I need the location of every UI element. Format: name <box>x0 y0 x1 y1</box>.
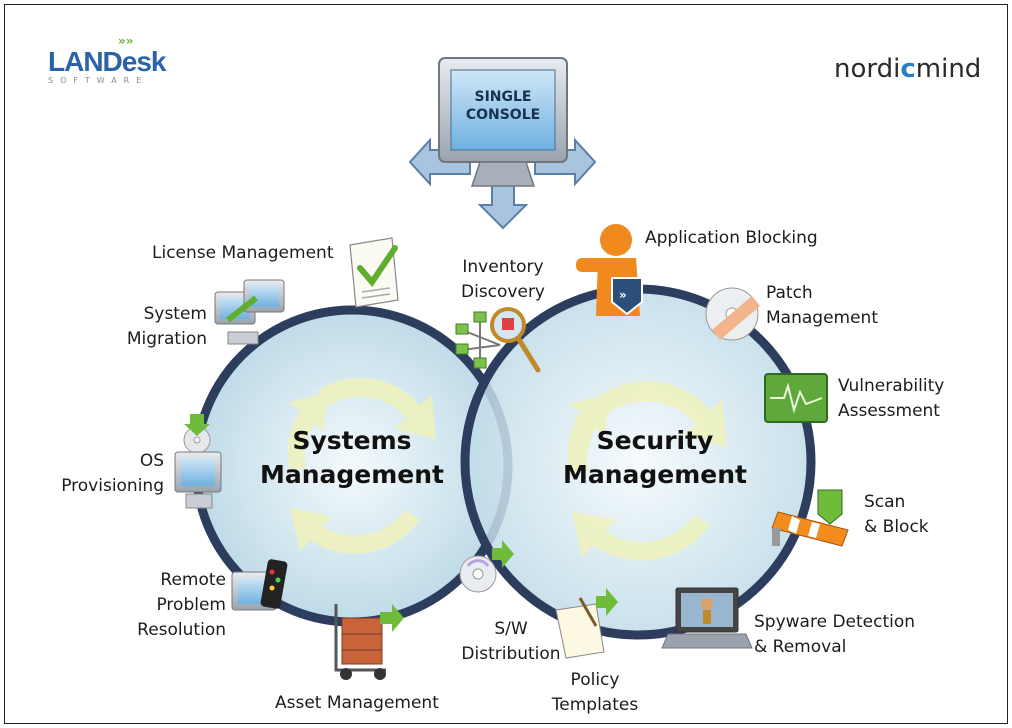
asset-management-label: Asset Management <box>275 693 439 713</box>
remote-line-2: Problem <box>156 595 226 615</box>
os-provisioning-line-2: Provisioning <box>61 476 164 496</box>
vuln-line-2: Assessment <box>838 401 940 421</box>
console-line-2: CONSOLE <box>465 107 541 123</box>
landesk-logo: »» LANDesk SOFTWARE <box>48 34 166 85</box>
nordicmind-mark: c <box>900 54 916 84</box>
single-console-monitor-icon <box>438 57 568 187</box>
vuln-line-1: Vulnerability <box>838 376 945 396</box>
vulnerability-assessment-label: Vulnerability Assessment <box>838 374 944 424</box>
inventory-line-1: Inventory <box>462 257 544 277</box>
security-management-title: Security Management <box>535 424 775 492</box>
inventory-discovery-icon <box>455 307 541 373</box>
scan-line-1: Scan <box>864 492 906 512</box>
policy-templates-icon <box>555 588 618 659</box>
security-cycle-arrows-icon <box>567 381 727 561</box>
application-blocking-label: Application Blocking <box>645 228 818 248</box>
system-migration-line-1: System <box>143 304 207 324</box>
single-console-label: SINGLE CONSOLE <box>453 88 553 124</box>
spyware-line-2: & Removal <box>754 637 847 657</box>
scan-and-block-icon <box>771 489 849 547</box>
systems-title-line-2: Management <box>259 460 445 489</box>
application-blocking-icon: » <box>576 224 643 316</box>
remote-line-1: Remote <box>160 570 226 590</box>
landesk-wordmark: LANDesk <box>48 46 166 77</box>
nordicmind-part2: mind <box>915 54 982 84</box>
vulnerability-assessment-icon <box>764 373 828 423</box>
remote-problem-resolution-icon <box>231 559 288 611</box>
security-title-line-2: Management <box>562 460 748 489</box>
os-provisioning-icon <box>174 414 222 509</box>
sw-line-1: S/W <box>494 619 528 639</box>
spyware-detection-icon <box>661 587 753 649</box>
scan-and-block-label: Scan & Block <box>864 490 929 540</box>
systems-cycle-arrows-icon <box>287 378 436 554</box>
landesk-chevron-icon: »» <box>118 34 134 48</box>
policy-line-2: Templates <box>551 695 639 715</box>
inventory-discovery-label: Inventory Discovery <box>448 255 558 305</box>
remote-line-3: Resolution <box>137 620 226 640</box>
sw-line-2: Distribution <box>461 644 561 664</box>
systems-title-line-1: Systems <box>292 426 412 455</box>
nordicmind-part1: nordi <box>834 54 901 84</box>
console-line-1: SINGLE <box>474 89 532 105</box>
system-migration-icon <box>214 279 285 345</box>
svg-text:»: » <box>619 288 627 302</box>
remote-problem-resolution-label: Remote Problem Resolution <box>100 568 226 643</box>
inventory-line-2: Discovery <box>461 282 545 302</box>
system-migration-label: System Migration <box>100 302 207 352</box>
sw-distribution-label: S/W Distribution <box>456 617 566 667</box>
license-management-label: License Management <box>152 243 334 263</box>
os-provisioning-line-1: OS <box>139 451 164 471</box>
patch-line-1: Patch <box>766 283 813 303</box>
asset-management-icon <box>334 604 404 680</box>
policy-templates-label: Policy Templates <box>545 668 645 718</box>
spyware-detection-label: Spyware Detection & Removal <box>754 610 915 660</box>
patch-line-2: Management <box>766 308 878 328</box>
landesk-tagline: SOFTWARE <box>48 76 149 85</box>
nordicmind-logo: nordicmind <box>834 54 981 84</box>
security-title-line-1: Security <box>596 426 714 455</box>
scan-line-2: & Block <box>864 517 929 537</box>
patch-management-icon <box>705 287 760 341</box>
systems-management-title: Systems Management <box>232 424 472 492</box>
sw-distribution-icon <box>459 540 514 593</box>
policy-line-1: Policy <box>570 670 620 690</box>
os-provisioning-label: OS Provisioning <box>50 449 164 499</box>
license-management-icon <box>349 237 399 308</box>
spyware-line-1: Spyware Detection <box>754 612 916 632</box>
patch-management-label: Patch Management <box>766 281 878 331</box>
system-migration-line-2: Migration <box>126 329 207 349</box>
